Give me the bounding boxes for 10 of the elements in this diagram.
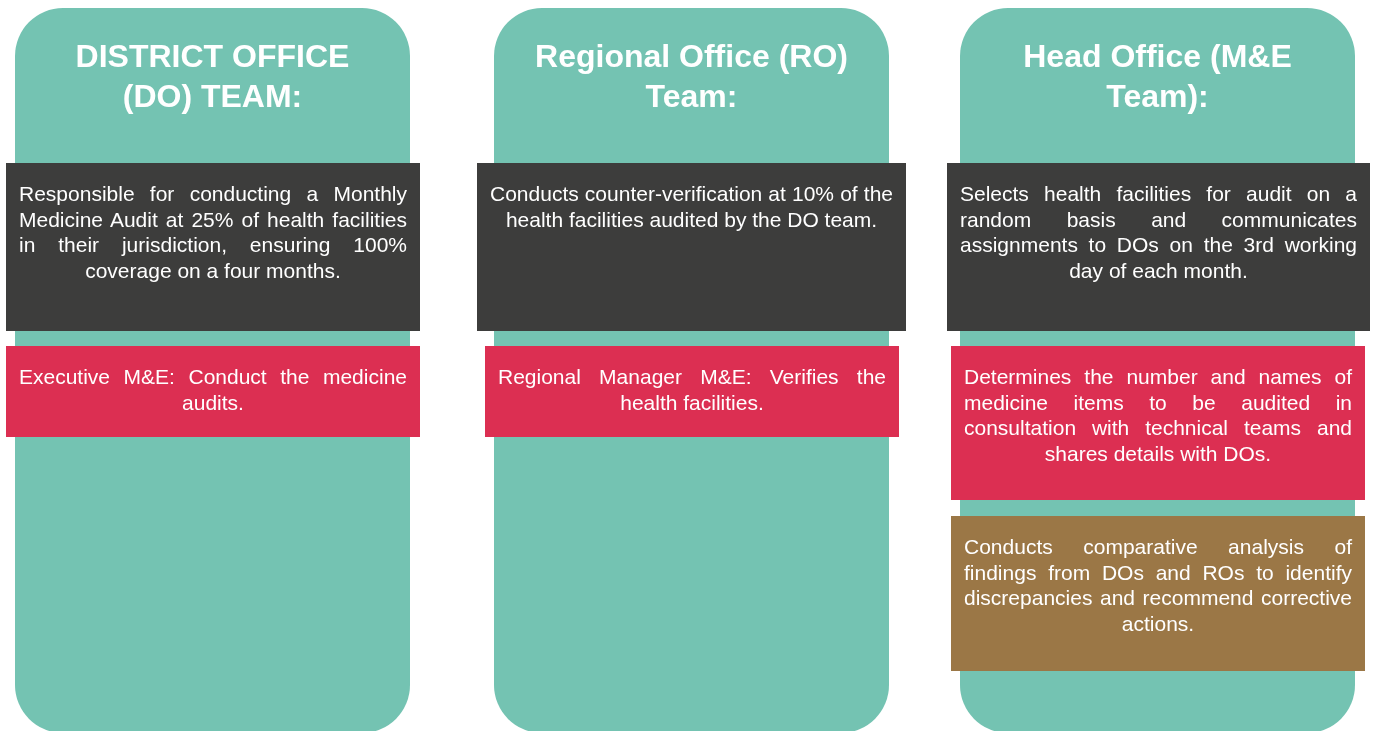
duty-box: Responsible for conducting a Monthly Medicine Audit at 25% of health facilities in their jurisdiction, ensuring 100% coverage on a four months. bbox=[6, 163, 420, 331]
role-box: Regional Manager M&E: Verifies the health facilities. bbox=[485, 346, 899, 437]
team-column-header: Regional Office (RO) Team: bbox=[494, 8, 889, 163]
role-box: Executive M&E: Conduct the medicine audits. bbox=[6, 346, 420, 437]
team-column-header: Head Office (M&E Team): bbox=[960, 8, 1355, 163]
team-column-header: DISTRICT OFFICE (DO) TEAM: bbox=[15, 8, 410, 163]
analysis-box: Conducts comparative analysis of findings from DOs and ROs to identify discrepancies and recommend corrective actions. bbox=[951, 516, 1365, 671]
role-box: Determines the number and names of medicine items to be audited in consultation with technical teams and shares details with DOs. bbox=[951, 346, 1365, 500]
duty-box: Selects health facilities for audit on a random basis and communicates assignments to DOs on the 3rd working day of each month. bbox=[947, 163, 1370, 331]
duty-box: Conducts counter-verification at 10% of the health facilities audited by the DO team. bbox=[477, 163, 906, 331]
